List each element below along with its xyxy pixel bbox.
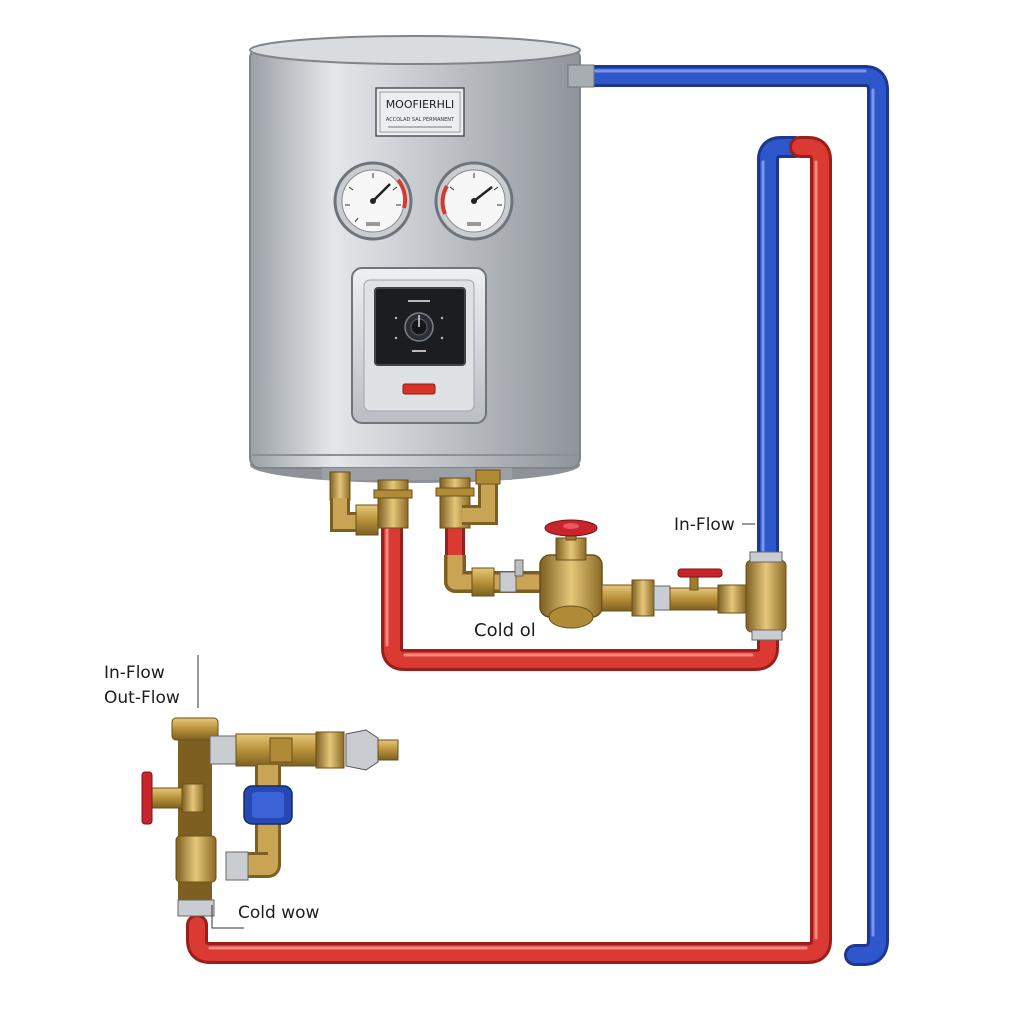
pressure-gauge <box>333 161 413 241</box>
label-cold-top: Cold ol <box>474 620 536 641</box>
temperature-gauge <box>434 161 514 241</box>
ball-valve[interactable] <box>669 568 723 611</box>
label-inflow-outflow-left: In-Flow Out-Flow <box>104 655 199 708</box>
svg-text:In-Flow: In-Flow <box>104 663 165 683</box>
label-cold-bottom: Cold wow <box>211 903 319 929</box>
brand-name: MOOFIERHLI <box>386 98 455 111</box>
hot-pipe <box>186 136 832 964</box>
thermostat-dial[interactable] <box>404 312 434 342</box>
water-heater-tank: MOOFIERHLI ACCOLAD SAL PERMANENT <box>249 35 595 536</box>
cold-pipe <box>579 65 889 966</box>
side-valve[interactable] <box>141 771 205 825</box>
svg-text:Out-Flow: Out-Flow <box>104 688 180 708</box>
label-inflow-right: In-Flow <box>674 515 755 535</box>
svg-text:In-Flow: In-Flow <box>674 515 735 535</box>
bottom-left-manifold <box>141 717 399 917</box>
power-indicator[interactable] <box>402 383 436 395</box>
nameplate: MOOFIERHLI ACCOLAD SAL PERMANENT <box>375 87 465 137</box>
control-panel <box>351 267 487 424</box>
tank-bottom-fittings <box>322 468 512 536</box>
blue-union-fitting <box>243 785 293 825</box>
gate-valve[interactable] <box>539 519 603 629</box>
main-valve-assembly <box>444 519 787 641</box>
svg-text:Cold wow: Cold wow <box>238 903 319 923</box>
nameplate-subtitle: ACCOLAD SAL PERMANENT <box>386 117 455 123</box>
